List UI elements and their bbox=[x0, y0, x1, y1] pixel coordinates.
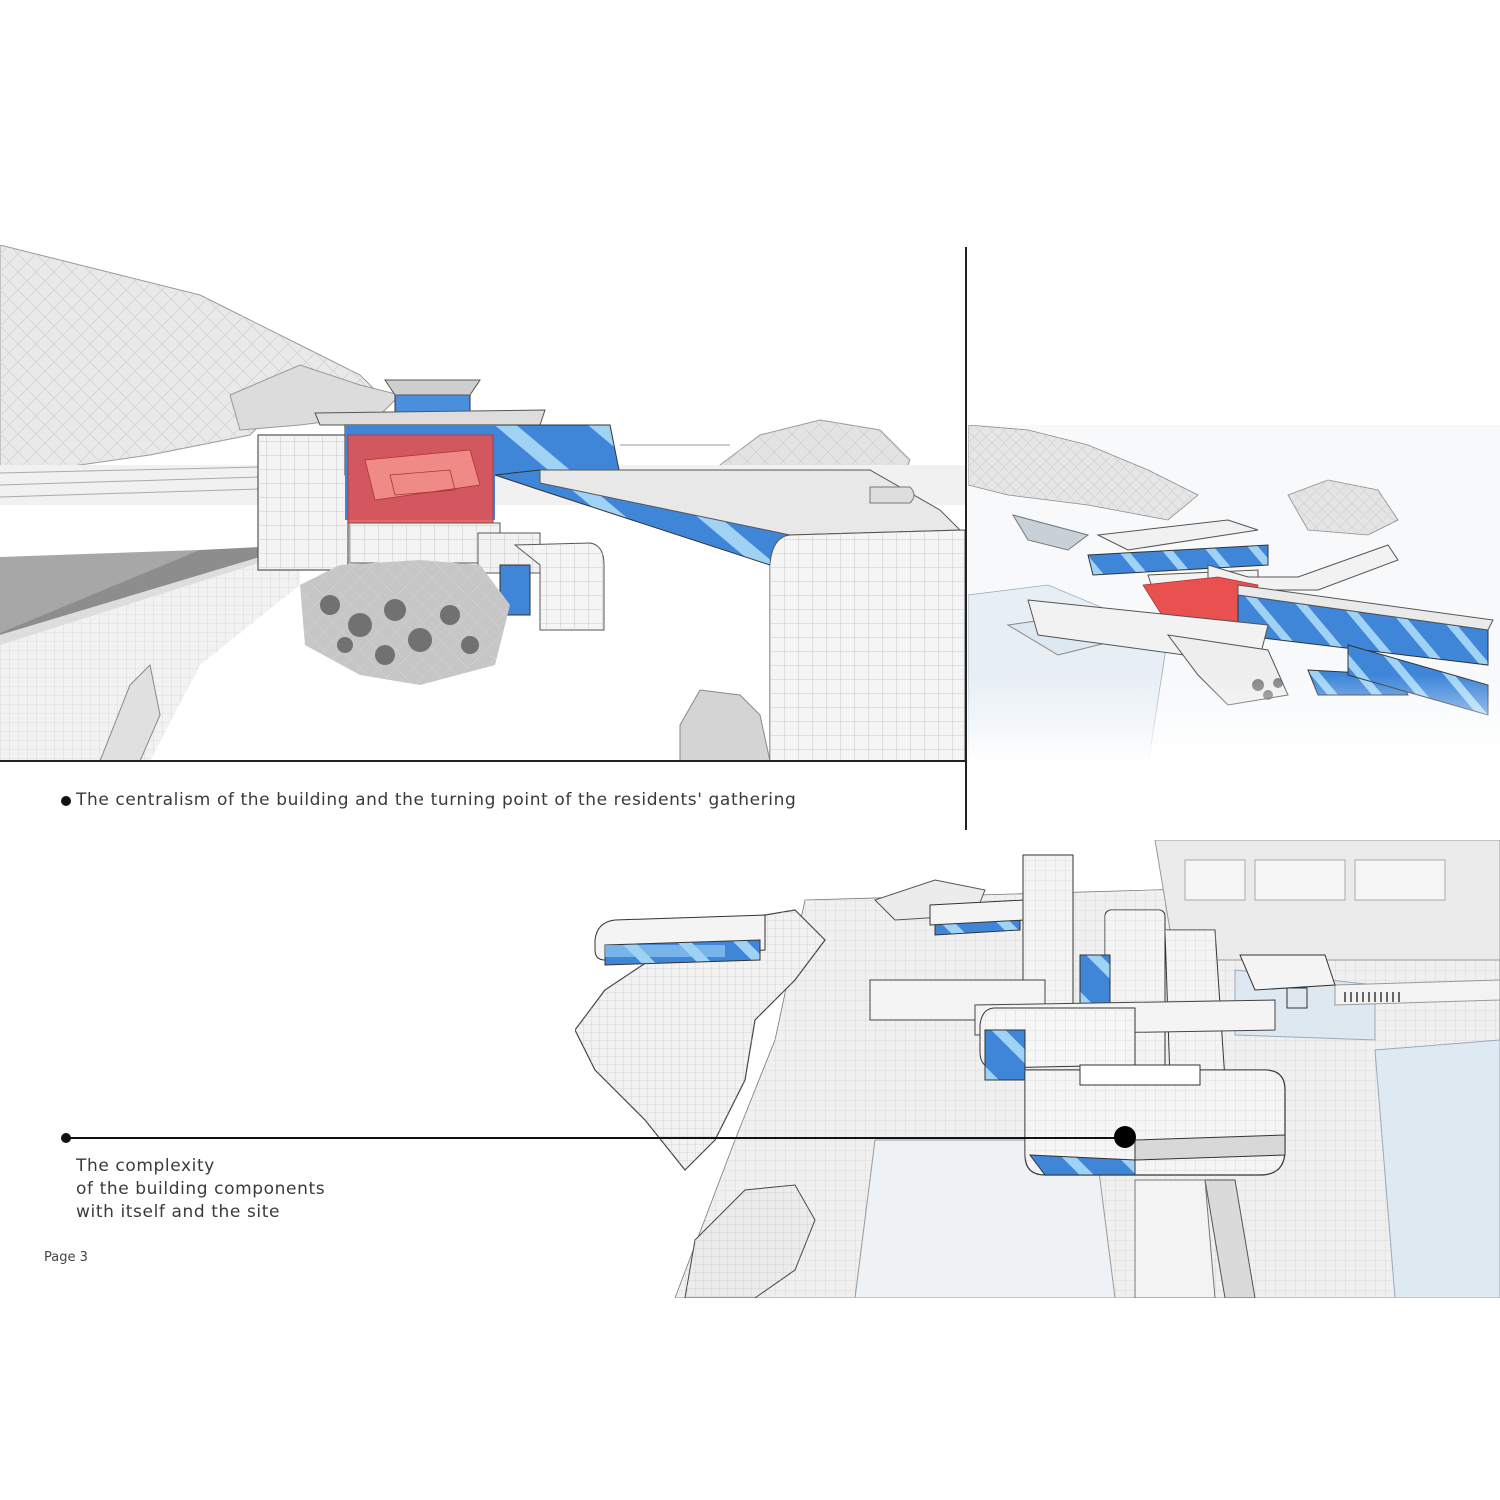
aerial-rendering-top-down bbox=[575, 840, 1500, 1298]
leader-line bbox=[66, 1137, 1126, 1139]
caption-complexity-line: with itself and the site bbox=[76, 1202, 281, 1222]
panel-divider-vertical bbox=[965, 247, 967, 830]
panel-divider-horizontal bbox=[0, 760, 966, 762]
aerial-rendering-oblique bbox=[968, 425, 1500, 765]
leader-end-marker bbox=[1114, 1126, 1136, 1148]
page-number: Page 3 bbox=[44, 1250, 88, 1265]
caption-centralism: The centralism of the building and the t… bbox=[76, 790, 797, 810]
perspective-rendering-street-level bbox=[0, 245, 965, 761]
caption-bullet bbox=[61, 796, 71, 806]
caption-complexity: The complexity of the building component… bbox=[76, 1155, 325, 1224]
caption-complexity-line: of the building components bbox=[76, 1179, 326, 1199]
caption-complexity-line: The complexity bbox=[76, 1156, 215, 1176]
